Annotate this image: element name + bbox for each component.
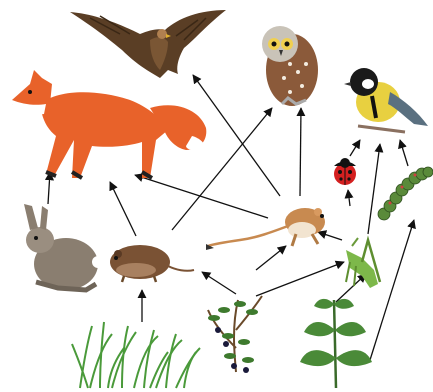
arrow-nettle-to-caterpillar bbox=[370, 220, 414, 360]
ladybug-icon bbox=[334, 158, 356, 185]
arrow-extra-0 bbox=[348, 190, 350, 206]
grass-icon bbox=[72, 322, 200, 388]
grasshopper-icon bbox=[346, 238, 380, 288]
jerboa-icon bbox=[206, 208, 325, 250]
fox-icon bbox=[12, 70, 206, 178]
arrow-jerboa-to-owl bbox=[300, 108, 301, 196]
arrow-jerboa-to-eagle bbox=[193, 75, 280, 196]
arrow-caterpillar-to-tit bbox=[400, 140, 408, 166]
arrow-blueberry-to-vole bbox=[202, 272, 236, 294]
nettle-plant-icon bbox=[300, 299, 372, 388]
vole-icon bbox=[110, 245, 194, 282]
arrow-hare-to-fox bbox=[48, 172, 50, 204]
arrow-ladybug-to-tit bbox=[350, 140, 360, 156]
bird-icon bbox=[344, 68, 428, 132]
blueberry-plant-icon bbox=[208, 296, 262, 373]
caterpillar-icon bbox=[378, 167, 433, 220]
arrow-grasshopper-to-tit bbox=[368, 144, 380, 234]
arrow-blueberry-to-grasshopper bbox=[256, 262, 344, 296]
owl-icon bbox=[262, 26, 318, 106]
eagle-icon bbox=[70, 10, 226, 78]
arrow-jerboa-to-fox bbox=[135, 175, 268, 218]
arrow-vole-to-fox bbox=[110, 182, 136, 236]
arrow-blueberry-to-jerboa bbox=[256, 246, 286, 270]
arrow-grasshopper-to-jerboa bbox=[318, 232, 342, 240]
arrow-nettle-to-grasshopper bbox=[336, 274, 366, 302]
hare-icon bbox=[24, 204, 104, 290]
